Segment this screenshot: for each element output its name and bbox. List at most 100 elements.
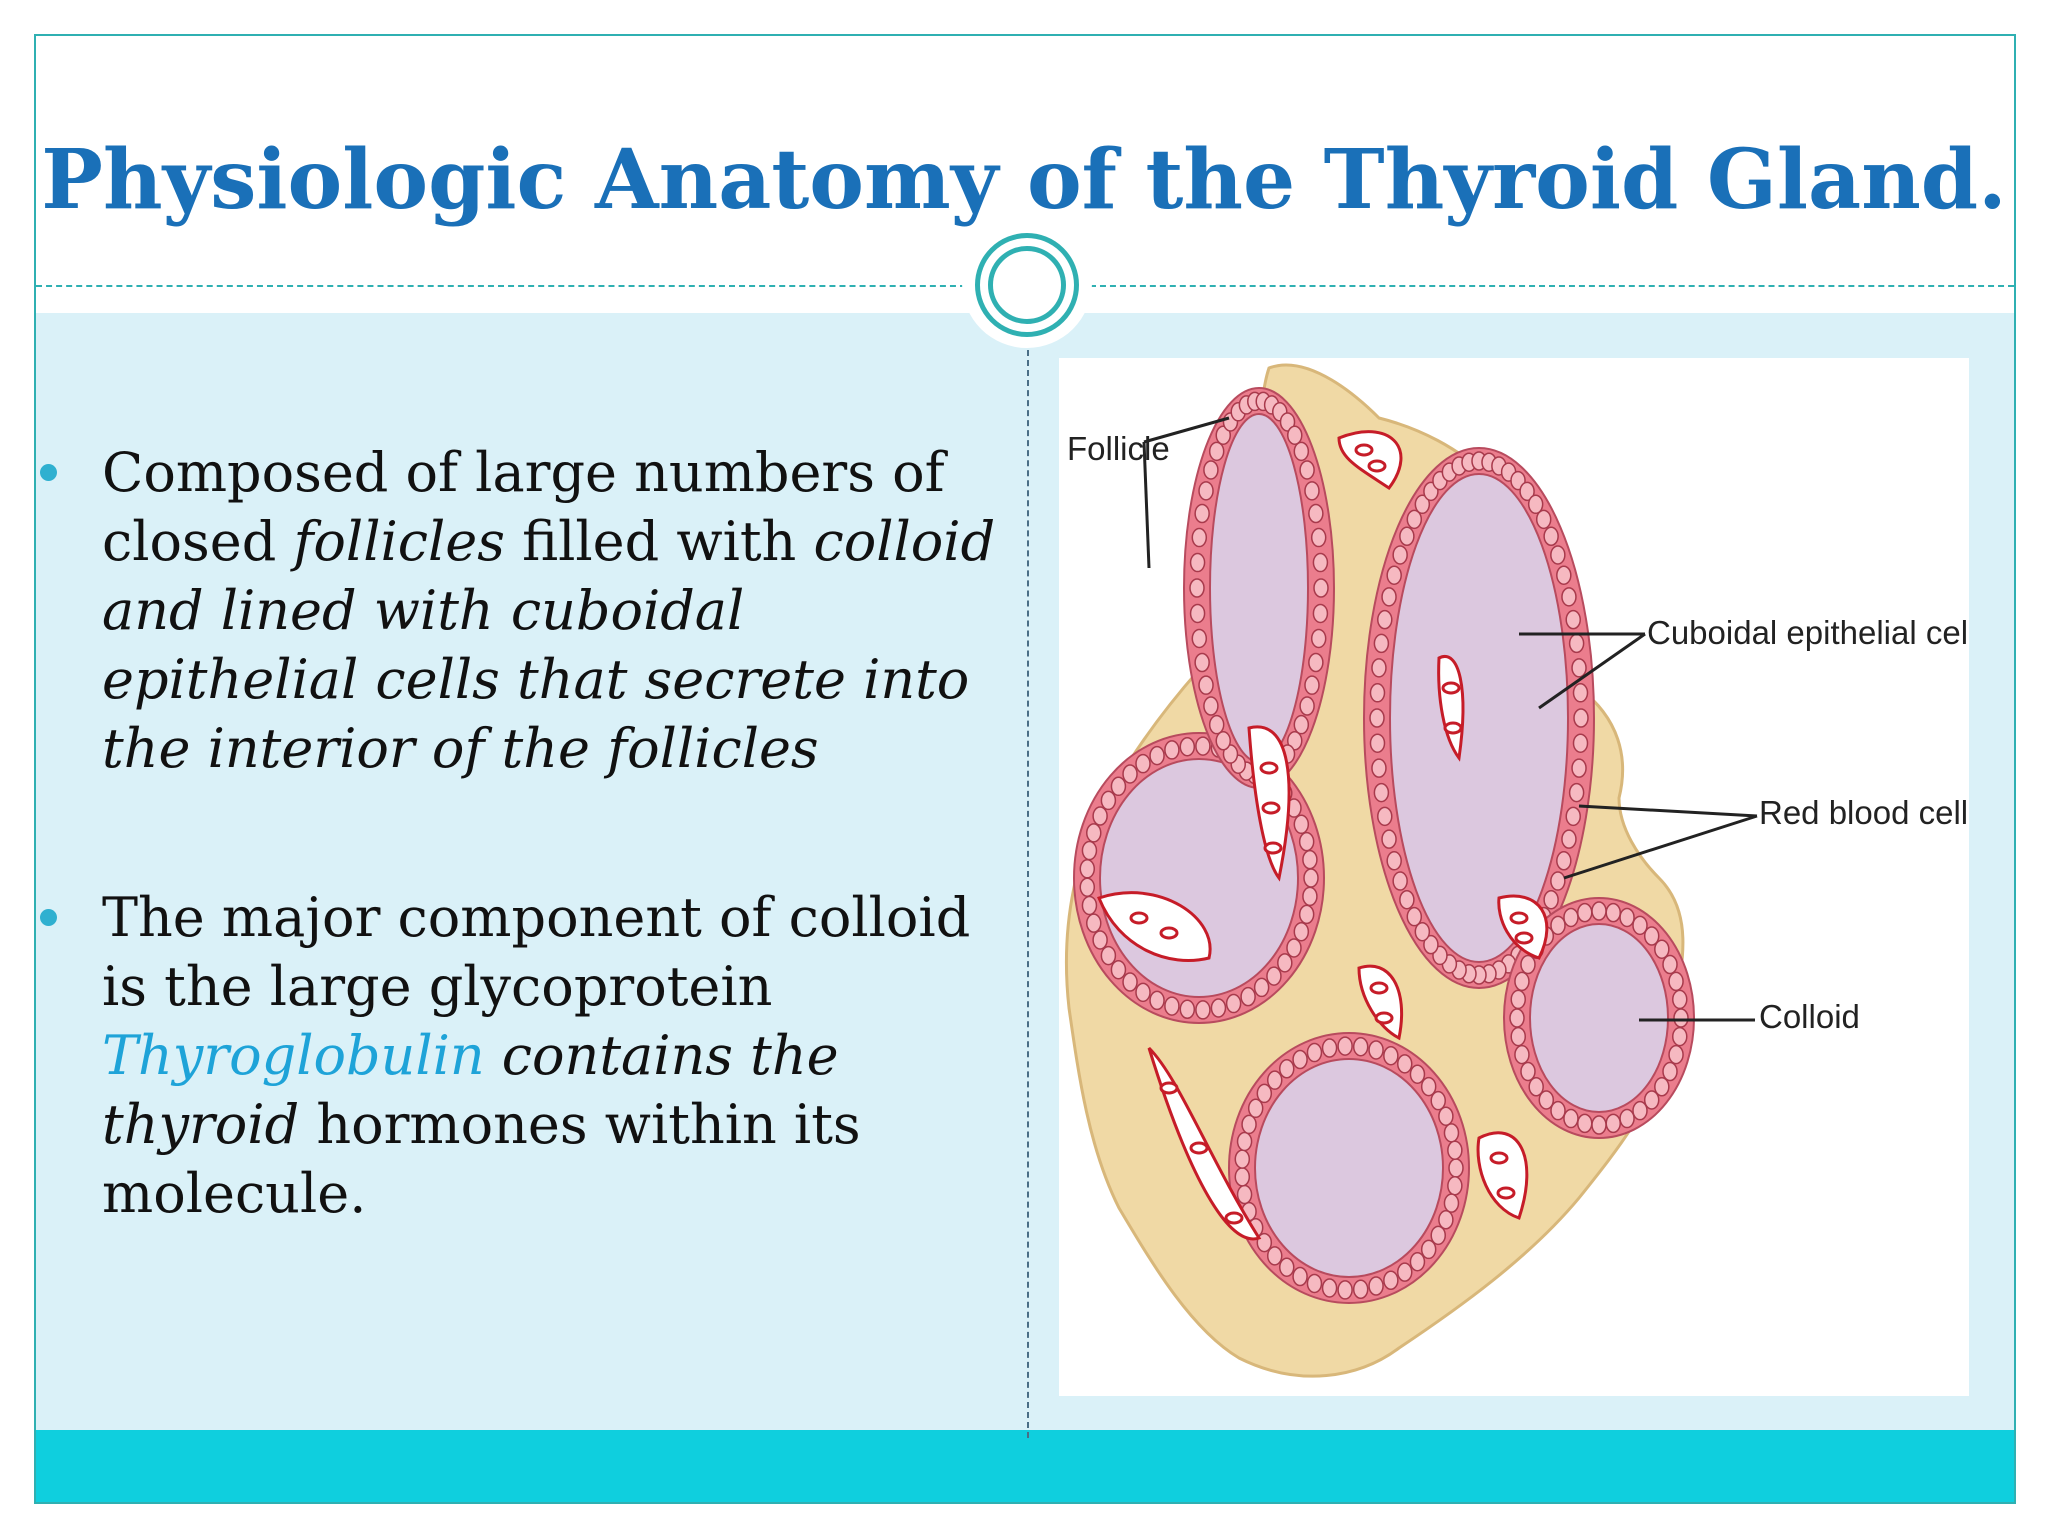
cuboidal-cell — [1086, 913, 1102, 933]
slide-title: Physiologic Anatomy of the Thyroid Gland… — [41, 132, 2007, 228]
cuboidal-cell — [1386, 851, 1402, 871]
cuboidal-cell — [1550, 915, 1566, 936]
cuboidal-cell — [1519, 481, 1535, 502]
cuboidal-cell — [1556, 851, 1572, 871]
cuboidal-cell — [1240, 986, 1256, 1007]
cuboidal-cell — [1293, 441, 1310, 462]
cuboidal-cell — [1100, 945, 1117, 966]
cuboidal-cell — [1369, 733, 1386, 753]
cuboidal-cell — [1352, 1036, 1369, 1057]
cuboidal-cell — [1279, 412, 1296, 432]
cuboidal-cell — [1369, 683, 1386, 703]
cuboidal-cell — [1189, 552, 1206, 573]
thyroid-follicle-diagram: Follicle Cuboidal epithelial cells Red b… — [1059, 358, 1969, 1396]
cuboidal-cell — [1510, 989, 1526, 1010]
cuboidal-cell — [1538, 1090, 1555, 1110]
red-blood-cell — [1489, 1151, 1509, 1165]
cuboidal-cell — [1135, 982, 1151, 1003]
bullet-dot-icon — [40, 464, 57, 481]
cuboidal-cell — [1208, 714, 1225, 735]
cuboidal-cell — [1215, 731, 1231, 751]
cuboidal-cell — [1373, 782, 1390, 803]
label-follicle: Follicle — [1067, 430, 1170, 467]
cuboidal-cell — [1303, 868, 1319, 888]
footer-bar — [36, 1430, 2014, 1502]
cuboidal-cell — [1392, 545, 1408, 565]
red-blood-cell — [1354, 443, 1374, 457]
cuboidal-cell — [1215, 425, 1231, 445]
cuboidal-cell — [1619, 907, 1635, 928]
cuboidal-cell — [1550, 545, 1566, 565]
cuboidal-cell — [1414, 921, 1431, 942]
cuboidal-cell — [1654, 1077, 1670, 1097]
cuboidal-cell — [1520, 1061, 1536, 1082]
follicle-center-tall-colloid — [1389, 473, 1569, 963]
cuboidal-cell — [1563, 1108, 1579, 1129]
cuboidal-cell — [1234, 1167, 1251, 1187]
cuboidal-cell — [1438, 1106, 1454, 1126]
bullet-text-segment: filled with — [504, 510, 814, 573]
cuboidal-cell — [1195, 736, 1211, 756]
cuboidal-cell — [1632, 1100, 1648, 1121]
cuboidal-cell — [1189, 578, 1205, 598]
cuboidal-cell — [1577, 902, 1593, 923]
cuboidal-cell — [1399, 526, 1415, 547]
title-divider-left — [36, 285, 966, 287]
cuboidal-cell — [1572, 733, 1589, 753]
cuboidal-cell — [1306, 1042, 1323, 1063]
blood-vessel — [1097, 891, 1212, 962]
cuboidal-cell — [1368, 1040, 1384, 1060]
cuboidal-cell — [1256, 1083, 1273, 1104]
cuboidal-cell — [1081, 840, 1098, 861]
cuboidal-cell — [1383, 1045, 1399, 1066]
cuboidal-cell — [1420, 1076, 1437, 1097]
thyroglobulin-highlight: Thyroglobulin — [102, 1024, 485, 1087]
cuboidal-cell — [1591, 1115, 1607, 1135]
diagram-svg: Follicle Cuboidal epithelial cells Red b… — [1064, 363, 1969, 1378]
cuboidal-cell — [1430, 1090, 1446, 1111]
cuboidal-cell — [1298, 904, 1315, 925]
cuboidal-cell — [1312, 552, 1329, 573]
cuboidal-cell — [1381, 829, 1397, 849]
cuboidal-cell — [1577, 1113, 1593, 1134]
cuboidal-cell — [1292, 1266, 1308, 1287]
bullet-item: The major component of colloid is the la… — [40, 883, 1000, 1228]
blood-vessel — [1337, 430, 1403, 491]
cuboidal-cell — [1081, 895, 1098, 916]
cuboidal-cell — [1292, 1049, 1308, 1070]
cuboidal-cell — [1672, 989, 1688, 1010]
cuboidal-cell — [1550, 871, 1566, 891]
circle-ornament — [975, 233, 1079, 337]
bullet-text-segment: follicles — [293, 510, 505, 573]
follicle-bottom-colloid — [1254, 1058, 1444, 1278]
cuboidal-cell — [1643, 1090, 1660, 1110]
cuboidal-cell — [1672, 1026, 1688, 1047]
cuboidal-cell — [1565, 609, 1581, 630]
cuboidal-cell — [1195, 1000, 1211, 1020]
cuboidal-cell — [1392, 871, 1408, 891]
cuboidal-cell — [1299, 460, 1315, 480]
cuboidal-cell — [1662, 1061, 1678, 1082]
cuboidal-cell — [1368, 1276, 1384, 1296]
cuboidal-cell — [1448, 1158, 1464, 1178]
cuboidal-cell — [1619, 1108, 1635, 1129]
cuboidal-cell — [1266, 1246, 1283, 1266]
cuboidal-cell — [1210, 998, 1227, 1018]
cuboidal-cell — [1194, 652, 1210, 673]
label-leader-line — [1142, 441, 1151, 569]
cuboidal-cell — [1447, 1176, 1463, 1196]
label-colloid: Colloid — [1759, 998, 1860, 1035]
cuboidal-cell — [1234, 1149, 1251, 1169]
cuboidal-cell — [1668, 971, 1684, 992]
cuboidal-cell — [1668, 1044, 1684, 1065]
cuboidal-cell — [1321, 1038, 1338, 1058]
cuboidal-cell — [1371, 758, 1387, 778]
cuboidal-cell — [1293, 714, 1310, 735]
bullet-list: Composed of large numbers of closed foll… — [40, 438, 1000, 1228]
red-blood-cell — [1263, 841, 1283, 855]
cuboidal-cell — [1573, 708, 1589, 728]
cuboidal-cell — [1310, 628, 1327, 649]
cuboidal-cell — [1079, 877, 1096, 897]
cuboidal-cell — [1092, 806, 1108, 826]
blood-vessel — [1476, 1131, 1529, 1220]
